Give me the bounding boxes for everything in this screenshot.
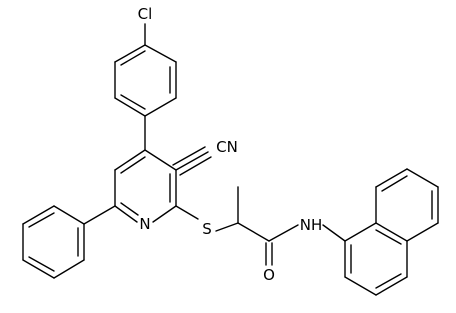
amide-nh-label: NH (300, 216, 323, 234)
nitrile-bond (172, 146, 212, 176)
chlorine-label: Cl (138, 5, 153, 23)
nitrile-label: CN (216, 138, 238, 156)
pyridine-s-bond (175, 205, 199, 220)
sulfur-label: S (202, 220, 212, 238)
n-naphthyl-bond (322, 224, 346, 242)
carbonyl-n-bond (268, 224, 299, 242)
chlorophenyl-ring (114, 44, 177, 117)
pyridine-ring (114, 149, 177, 223)
naphthalene-ring (344, 168, 439, 296)
pyridine-nitrogen-label: N (139, 215, 150, 233)
carbonyl-double-bond (265, 242, 273, 266)
carbonyl-oxygen-label: O (263, 266, 275, 284)
phenyl-ring (22, 205, 85, 279)
s-ch-bond (215, 222, 239, 232)
ch-carbonyl-bond (237, 222, 270, 242)
pyridine-phenyl-bond (83, 205, 116, 225)
